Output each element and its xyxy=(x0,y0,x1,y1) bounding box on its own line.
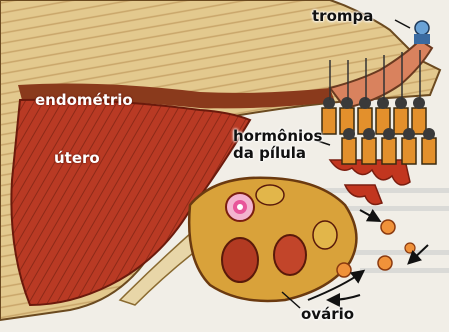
label-pill-hormones-line2: da pílula xyxy=(233,145,306,161)
label-tube: trompa xyxy=(312,8,373,24)
hormone-soldier-icon xyxy=(342,128,356,164)
hormone-soldier-icon xyxy=(422,128,436,164)
hormone-soldier-icon xyxy=(382,128,396,164)
tube-guard-icon xyxy=(414,21,430,44)
label-ovary: ovário xyxy=(301,306,354,322)
label-pill-hormones-line1: hormônios xyxy=(233,128,322,144)
hormone-soldier-icon xyxy=(362,128,376,164)
label-uterus: útero xyxy=(54,150,100,166)
label-endometrium: endométrio xyxy=(35,92,133,108)
egg-cell-icon xyxy=(226,193,254,221)
hormone-soldier-icon xyxy=(402,128,416,164)
